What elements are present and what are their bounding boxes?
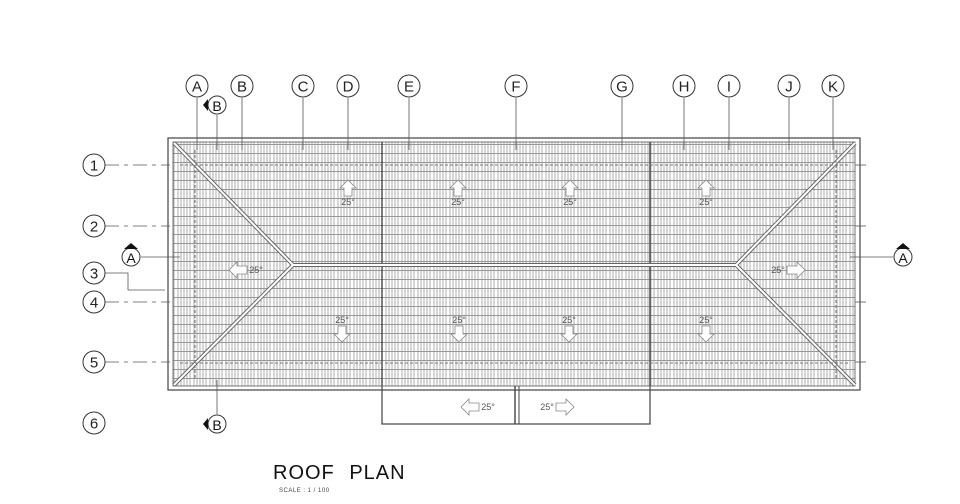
slope-arrow-down: 25° [560, 315, 578, 343]
slope-arrow-down: 25° [697, 315, 715, 343]
grid-column-H: H [672, 74, 696, 98]
slope-arrows: 25° 25° 25° 25° 25° 25° 25° 25° 25° 25° 25° 25° [228, 179, 806, 416]
slope-arrow-up: 25° [339, 179, 357, 207]
slope-arrow-right: 25° [540, 398, 575, 416]
svg-text:25°: 25° [563, 197, 577, 207]
slope-arrow-up: 25° [449, 179, 467, 207]
svg-text:25°: 25° [771, 265, 785, 275]
svg-text:25°: 25° [249, 265, 263, 275]
svg-text:25°: 25° [451, 197, 465, 207]
slope-arrow-up: 25° [561, 179, 579, 207]
grid-column-F: F [504, 74, 528, 98]
section-marker-B-top: B [203, 95, 227, 150]
grid-row-1: 1 [82, 153, 106, 177]
grid-column-K: K [821, 74, 845, 98]
svg-text:4: 4 [90, 295, 98, 312]
svg-text:J: J [785, 79, 793, 96]
svg-text:B: B [212, 417, 221, 433]
grid-column-B: B [230, 74, 254, 98]
grid-row-3: 3 [82, 261, 106, 285]
svg-text:25°: 25° [335, 315, 349, 325]
svg-text:A: A [898, 250, 908, 266]
slope-arrow-down: 25° [333, 315, 351, 343]
slope-arrow-up: 25° [697, 179, 715, 207]
grid-column-E: E [397, 74, 421, 98]
grid-row-6: 6 [82, 411, 106, 435]
svg-text:2: 2 [90, 219, 98, 236]
grid-column-C: C [291, 74, 315, 98]
svg-text:C: C [298, 79, 309, 96]
section-marker-B-bottom: B [203, 380, 227, 434]
svg-text:25°: 25° [699, 197, 713, 207]
svg-text:25°: 25° [341, 197, 355, 207]
gutter-lines [180, 150, 850, 380]
grid-row-4: 4 [82, 290, 106, 314]
grid-column-J: J [777, 74, 801, 98]
svg-text:B: B [212, 98, 221, 114]
svg-text:B: B [237, 79, 247, 96]
svg-text:5: 5 [90, 355, 98, 372]
grid-row-5: 5 [82, 350, 106, 374]
section-marker-A-left: A [121, 243, 180, 267]
svg-text:1: 1 [90, 158, 98, 175]
svg-text:E: E [404, 79, 414, 96]
svg-text:A: A [192, 79, 202, 96]
grid-column-A: A [185, 74, 209, 98]
slope-arrow-down: 25° [450, 315, 468, 343]
slope-arrow-right: 25° [771, 261, 806, 279]
roof-outline [167, 137, 861, 425]
grid-row-2: 2 [82, 214, 106, 238]
svg-text:25°: 25° [540, 402, 554, 412]
section-markers: A A B B [121, 95, 913, 434]
slope-arrow-left: 25° [228, 261, 263, 279]
grid-column-G: G [610, 74, 634, 98]
svg-text:H: H [679, 79, 690, 96]
grid-column-I: I [717, 74, 741, 98]
section-marker-A-right: A [850, 243, 913, 267]
svg-text:I: I [727, 79, 731, 96]
svg-text:K: K [828, 79, 838, 96]
svg-text:G: G [616, 79, 628, 96]
svg-text:25°: 25° [562, 315, 576, 325]
roof-hips-ridge [172, 141, 857, 387]
svg-text:25°: 25° [452, 315, 466, 325]
svg-text:6: 6 [90, 416, 98, 433]
svg-text:25°: 25° [699, 315, 713, 325]
drawing-scale: SCALE : 1 / 100 [279, 488, 330, 494]
svg-text:A: A [126, 250, 136, 266]
drawing-title: ROOF PLAN [273, 462, 406, 484]
svg-text:F: F [511, 79, 520, 96]
svg-text:25°: 25° [481, 402, 495, 412]
slope-arrow-left: 25° [460, 398, 495, 416]
svg-text:3: 3 [90, 266, 98, 283]
grid-column-D: D [336, 74, 360, 98]
svg-text:D: D [343, 79, 354, 96]
